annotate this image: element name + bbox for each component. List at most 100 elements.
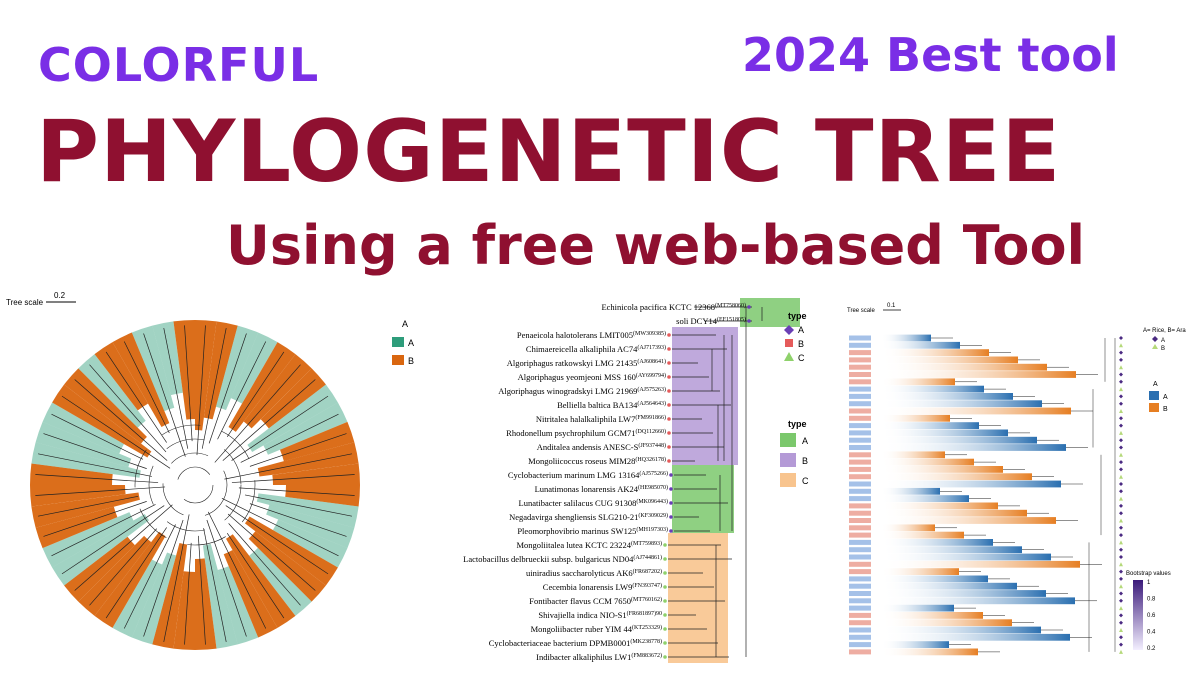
leaf-shape <box>1119 401 1123 406</box>
clade-wedge <box>173 320 195 420</box>
leaf-label: Cecembia lonarensis LW9(FN393747) <box>543 582 662 592</box>
bootstrap-tick: 0.8 <box>1147 597 1156 603</box>
leaf-label: Fontibacter flavus CCM 7650(MT760162) <box>529 596 662 606</box>
type-range-legend-c: C <box>802 476 809 486</box>
type-shape-legend-a: A <box>798 325 804 335</box>
leaf-label: Nitritalea halalkaliphila LW7(FM991866) <box>536 414 666 424</box>
leaf-shape <box>1119 511 1123 516</box>
leaf-label-mark <box>849 496 871 502</box>
leaf-label: Indibacter alkaliphilus LW1(FM883672) <box>536 652 662 662</box>
leaf-marker <box>667 417 671 421</box>
leaf-shape <box>1119 460 1123 465</box>
leaf-shape <box>1119 562 1123 567</box>
triangle-icon <box>784 352 794 361</box>
leaf-marker <box>663 627 667 631</box>
leaf-shape <box>1119 467 1123 472</box>
tree-branch <box>74 379 168 461</box>
leaf-label: Algoriphagus yeomjeoni MSS 160(AY699794) <box>518 372 666 382</box>
leaf-marker <box>667 431 671 435</box>
clade-wedge <box>279 421 355 462</box>
clade-bar <box>881 422 979 429</box>
leaf-label-mark <box>849 488 871 494</box>
tree-branch-arc <box>134 424 256 546</box>
leaf-label: Algoriphagus winogradskyi LMG 21969(AJ57… <box>498 386 666 396</box>
tree-branch <box>225 505 329 575</box>
leaf-label: Mongoliicoccus roseus MIM28(HQ326178) <box>528 456 666 466</box>
clade-bar <box>881 539 993 546</box>
leaf-label-mark <box>849 576 871 582</box>
diamond-icon <box>1152 336 1158 342</box>
leaf-label-mark <box>849 379 871 385</box>
tree-branch <box>184 325 193 442</box>
tree-branch <box>123 341 170 434</box>
clade-bar <box>881 633 1070 641</box>
bootstrap-gradient-bar <box>1133 580 1143 650</box>
clade-wedge <box>152 321 183 396</box>
circular-legend-swatch-b <box>392 355 404 365</box>
clade-bar <box>881 517 1056 524</box>
tree-branch <box>222 379 316 461</box>
leaf-label: Cyclobacterium marinum LMG 13164(AJ57526… <box>508 470 668 480</box>
leaf-label-mark <box>849 598 871 604</box>
clade-bar <box>881 407 1071 415</box>
leaf-shape <box>1119 649 1123 654</box>
leaf-label: Chimaereicella alkaliphila AC74(AJ717393… <box>526 344 666 354</box>
leaf-label-mark <box>849 445 871 450</box>
leaf-label-mark <box>849 481 871 487</box>
headline-colorful: COLORFUL <box>38 38 320 92</box>
leaf-marker <box>663 557 667 561</box>
headline-title: PHYLOGENETIC TREE <box>36 102 1062 202</box>
clade-wedge <box>272 463 360 485</box>
bootstrap-tick: 0.4 <box>1147 630 1156 636</box>
leaf-label: Algoriphagus ratkowskyi LMG 21435(AJ6086… <box>507 358 666 368</box>
leaf-label-mark <box>849 627 871 633</box>
leaf-shape <box>1119 525 1123 530</box>
clade-bar <box>881 502 998 510</box>
leaf-label-mark <box>849 459 871 465</box>
leaf-label-mark <box>849 437 871 443</box>
tree-branch <box>196 325 206 456</box>
bootstrap-tick: 0.6 <box>1147 613 1156 619</box>
leaf-marker <box>667 333 671 337</box>
leaf-label: Lactobacillus delbrueckii subsp. bulgari… <box>463 554 662 564</box>
leaf-shape <box>1119 438 1123 443</box>
leaf-shape <box>1119 430 1123 435</box>
clade-bar <box>881 531 964 539</box>
leaf-label: Cyclobacteriaceae bacterium DPMB0001(MK2… <box>489 638 662 648</box>
leaf-shape <box>1119 379 1123 384</box>
clade-bar <box>881 436 1037 444</box>
leaf-label: Lunatimonas lonarensis AK24(HE985070) <box>535 484 668 494</box>
bootstrap-legend-title: Bootstrap values <box>1126 571 1171 577</box>
clade-bar <box>881 480 1061 488</box>
clade-wedge <box>256 493 359 528</box>
clade-bar <box>881 553 1051 561</box>
leaf-label-mark <box>849 561 871 567</box>
leaf-shape <box>1119 547 1123 552</box>
clade-wedge <box>42 512 134 568</box>
leaf-label-mark <box>849 583 871 589</box>
leaf-label: Belliella baltica BA134(AJ564643) <box>557 400 666 410</box>
leaf-label-mark <box>849 532 871 538</box>
tree-branch <box>43 501 147 537</box>
leaf-marker <box>663 571 667 575</box>
clade-bar <box>881 641 949 648</box>
tree-branch <box>221 497 339 557</box>
leaf-label-mark <box>849 452 871 458</box>
circular-legend-label-a: A <box>408 338 414 348</box>
clade-bar <box>881 648 978 656</box>
clade-bar <box>881 349 989 356</box>
leaf-marker <box>667 361 671 365</box>
tree-branch <box>208 333 247 444</box>
leaf-label-mark <box>849 503 871 509</box>
leaf-label-mark <box>849 364 871 370</box>
leaf-shape <box>1119 387 1123 392</box>
clade-bar <box>881 568 959 575</box>
clade-wedge <box>195 558 217 650</box>
clade-wedge <box>112 332 170 427</box>
clade-bar <box>881 495 969 502</box>
tree-branch <box>207 511 267 629</box>
leaf-label-mark <box>849 350 871 356</box>
range-group-c <box>668 533 728 663</box>
leaf-shape <box>1119 409 1123 413</box>
tree-branch <box>203 528 227 642</box>
